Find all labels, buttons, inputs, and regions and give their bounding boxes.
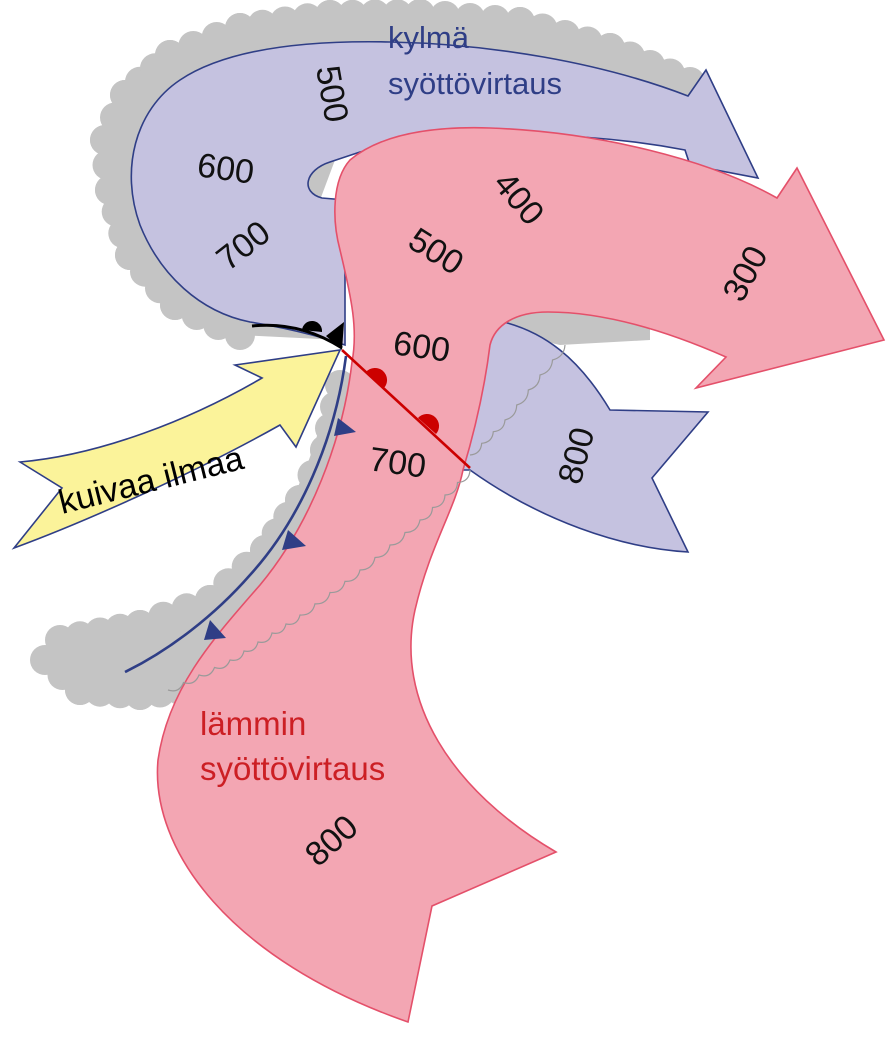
warm-conveyor-title-line1: lämmin (200, 705, 306, 742)
level-label-cold-600: 600 (195, 146, 256, 192)
cold-conveyor-title-line2: syöttövirtaus (388, 66, 562, 101)
level-label-warm-600: 600 (391, 324, 452, 370)
level-label-warm-700: 700 (367, 440, 428, 486)
cold-conveyor-title-line1: kylmä (388, 20, 470, 55)
warm-conveyor-title-line2: syöttövirtaus (200, 750, 385, 787)
